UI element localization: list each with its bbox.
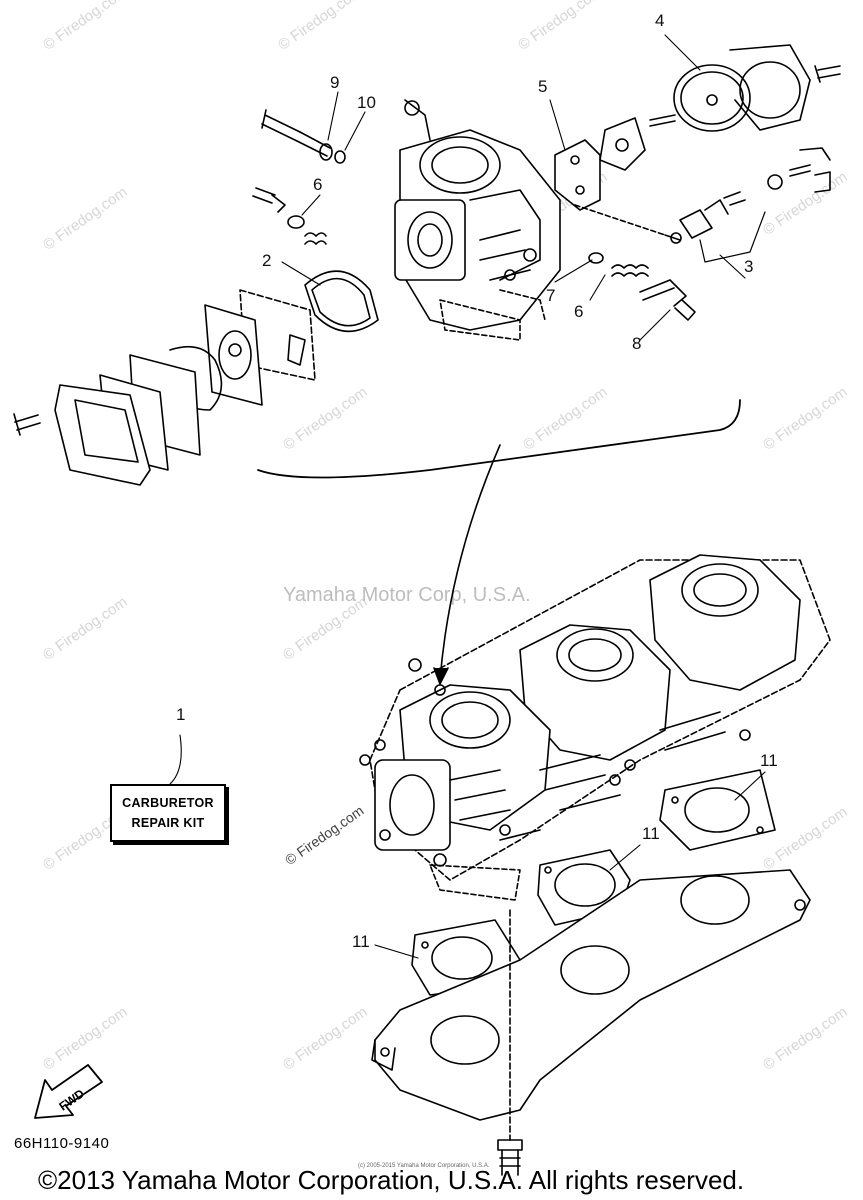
callout-5: 5: [538, 77, 548, 96]
callout-3: 3: [744, 257, 754, 276]
callout-8: 8: [632, 334, 642, 353]
part-code: 66H110-9140: [14, 1135, 110, 1152]
fuel-pump-stack: [13, 289, 316, 486]
plate-5: [554, 139, 601, 211]
fwd-arrow-icon: [34, 1064, 103, 1119]
callout-11-middle: 11: [642, 824, 660, 843]
callout-1: 1: [176, 705, 186, 724]
callout-11-left: 11: [352, 932, 370, 951]
callout-6-upper: 6: [313, 175, 323, 194]
callout-11-right: 11: [760, 751, 778, 770]
tiny-credit: (c) 2005-2015 Yamaha Motor Corporation, …: [358, 1163, 490, 1169]
callout-2: 2: [262, 251, 272, 270]
carburetor-body: [394, 99, 561, 341]
kit-label-line2: REPAIR KIT: [131, 816, 205, 830]
callout-9: 9: [330, 73, 340, 92]
gasket-11-right: [659, 769, 776, 851]
copyright-notice: ©2013 Yamaha Motor Corporation, U.S.A. A…: [38, 1165, 745, 1195]
carburetor-repair-kit-label: CARBURETOR REPAIR KIT: [110, 784, 226, 842]
callout-4: 4: [655, 11, 665, 30]
center-watermark: Yamaha Motor Corp, U.S.A.: [283, 584, 531, 606]
callout-10: 10: [357, 93, 376, 112]
intake-manifold: [371, 869, 811, 1141]
carburetor-assembly: [359, 554, 831, 901]
kit-label-line1: CARBURETOR: [122, 796, 214, 810]
callout-6-lower: 6: [574, 302, 584, 321]
callout-7: 7: [546, 286, 556, 305]
diaphragm-4: [673, 44, 811, 132]
